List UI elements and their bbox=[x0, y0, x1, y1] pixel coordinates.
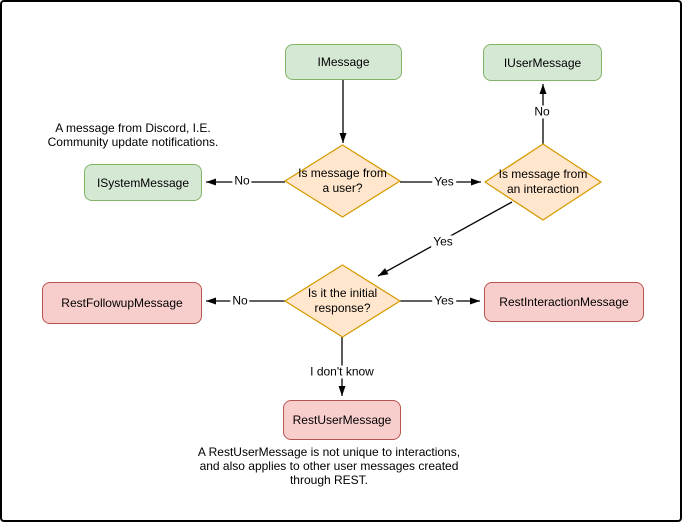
edge-label-dont-know: I don't know bbox=[308, 364, 376, 379]
edge-label-yes-restinteraction: Yes bbox=[432, 293, 456, 308]
decision-initial-response-label: Is it the initial response? bbox=[307, 286, 378, 315]
node-isystemmessage: ISystemMessage bbox=[84, 164, 202, 201]
note-rest-user-message: A RestUserMessage is not unique to inter… bbox=[197, 445, 461, 487]
node-restfollowupmessage: RestFollowupMessage bbox=[42, 282, 202, 324]
node-restusermessage: RestUserMessage bbox=[283, 400, 401, 440]
decision-from-interaction-shape bbox=[484, 143, 602, 221]
edge-label-no-iusermessage: No bbox=[532, 104, 552, 119]
node-restfollowupmessage-label: RestFollowupMessage bbox=[61, 296, 183, 310]
node-imessage: IMessage bbox=[285, 44, 402, 80]
node-iusermessage: IUserMessage bbox=[483, 44, 602, 81]
node-imessage-label: IMessage bbox=[317, 55, 370, 69]
decision-from-user-shape bbox=[284, 144, 401, 218]
edge-label-yes-interaction: Yes bbox=[432, 174, 456, 189]
node-restinteractionmessage-label: RestInteractionMessage bbox=[499, 295, 629, 309]
edge-label-no-restfollowup: No bbox=[230, 293, 250, 308]
decision-from-interaction-label: Is message from an interaction bbox=[498, 167, 588, 196]
node-restinteractionmessage: RestInteractionMessage bbox=[484, 282, 644, 322]
decision-initial-response-shape bbox=[284, 264, 401, 338]
node-restusermessage-label: RestUserMessage bbox=[292, 413, 392, 427]
edge-label-no-isystemmessage: No bbox=[232, 173, 252, 188]
decision-from-user-label: Is message from a user? bbox=[298, 166, 387, 195]
note-system-message: A message from Discord, I.E. Community u… bbox=[47, 121, 219, 149]
node-isystemmessage-label: ISystemMessage bbox=[96, 175, 190, 190]
edge-label-yes-initial: Yes bbox=[431, 234, 455, 249]
node-iusermessage-label: IUserMessage bbox=[503, 55, 582, 70]
